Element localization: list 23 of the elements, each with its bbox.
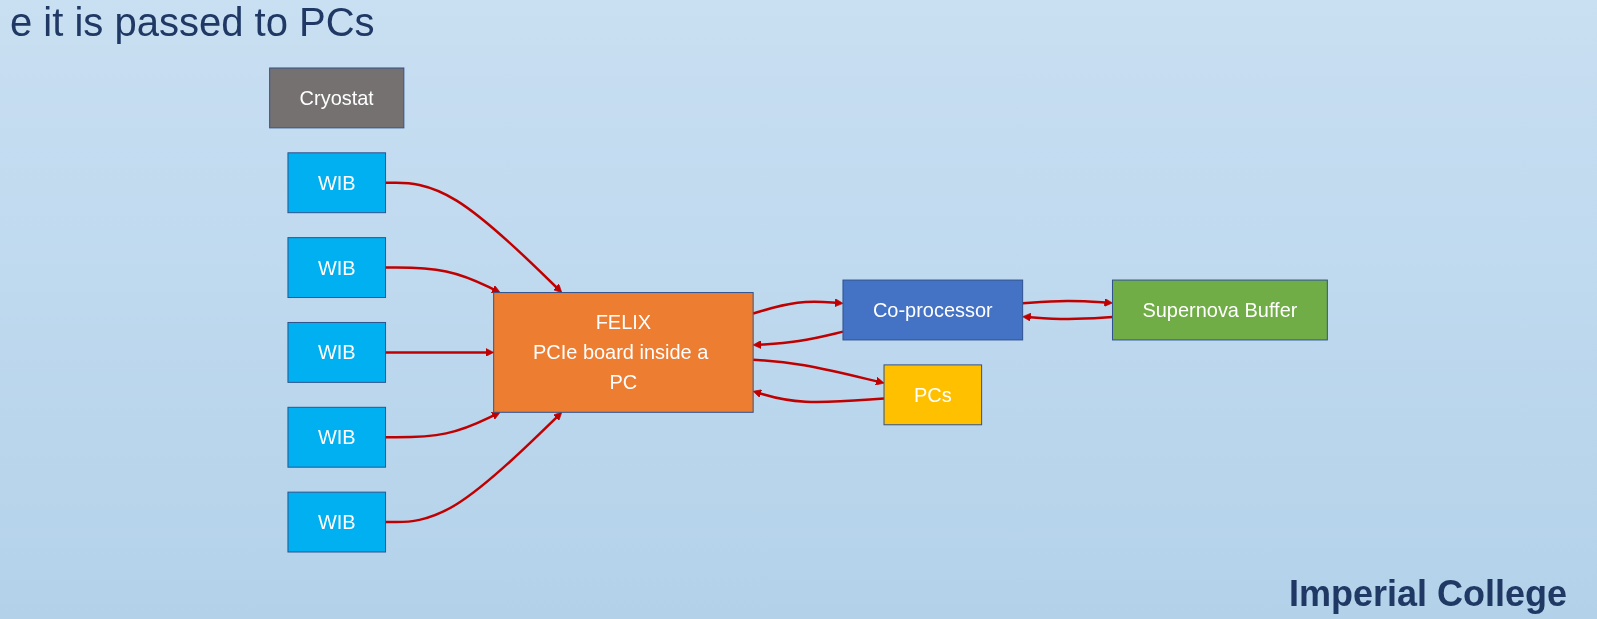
slide-title: e it is passed to PCs — [10, 0, 375, 45]
node-box: PCs — [883, 364, 983, 426]
arrow — [1022, 312, 1113, 322]
node-box: WIB — [287, 322, 387, 383]
arrow — [385, 411, 501, 439]
node-box: FELIX PCIe board inside a PC — [493, 292, 754, 413]
node-box: Cryostat — [269, 67, 405, 129]
arrow — [753, 358, 885, 386]
arrow — [752, 330, 844, 349]
node-box: WIB — [287, 237, 387, 298]
arrow — [752, 298, 844, 315]
arrow — [385, 348, 495, 357]
node-box: WIB — [287, 406, 387, 468]
node-box: WIB — [287, 152, 387, 214]
footer-text: Imperial College — [1288, 573, 1567, 615]
node-box: Supernova Buffer — [1112, 279, 1328, 341]
node-box: Co-processor — [842, 279, 1024, 341]
arrow — [385, 266, 501, 294]
arrow — [385, 411, 563, 524]
arrow — [385, 181, 563, 293]
arrow — [752, 389, 885, 404]
arrow — [1022, 298, 1113, 307]
node-box: WIB — [287, 491, 387, 553]
